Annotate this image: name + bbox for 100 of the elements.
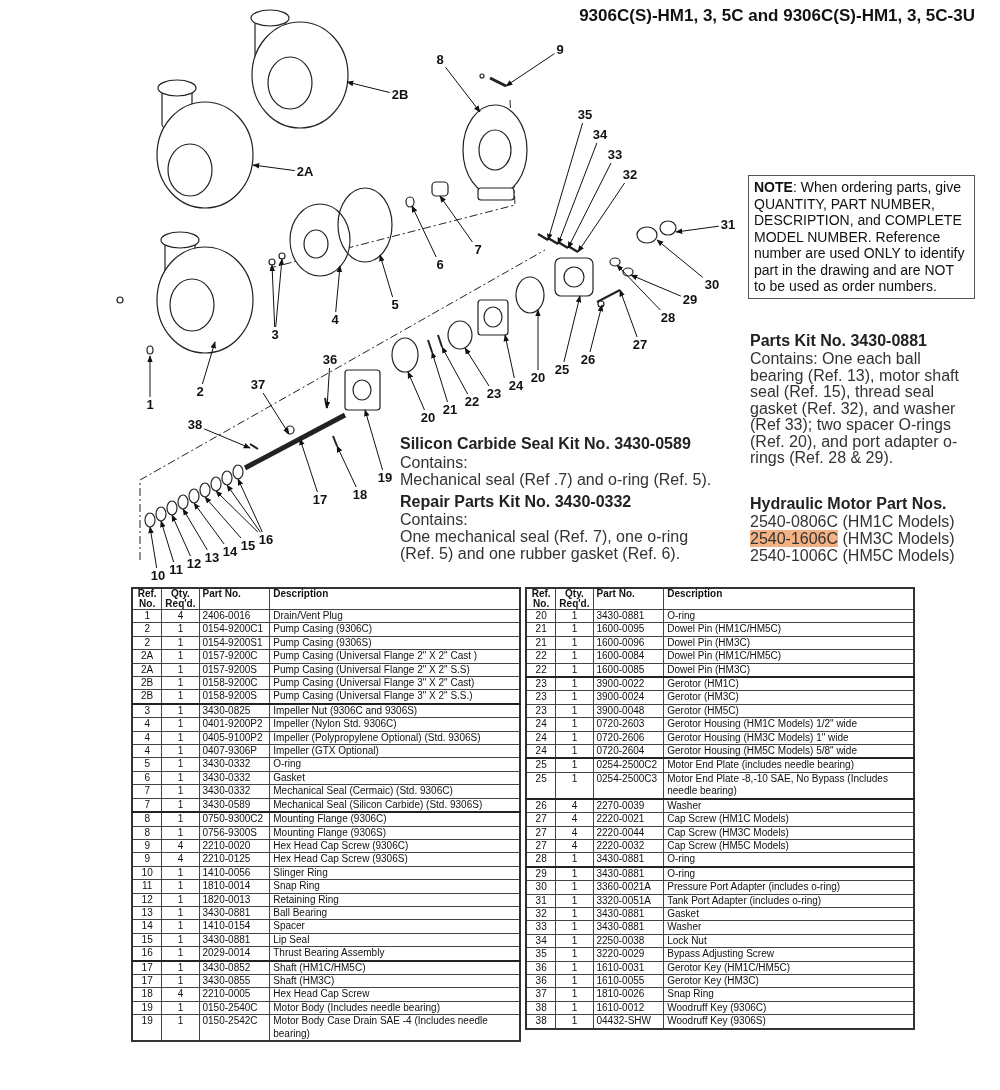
ref-number: 11 [132, 879, 162, 894]
quantity: 4 [161, 609, 199, 623]
callout-number: 2A [295, 165, 315, 179]
callout-number: 29 [681, 293, 699, 307]
callout-number: 34 [591, 128, 609, 142]
description: Pump Casing (Universal Flange 3" X 2" S.S.) [269, 689, 520, 704]
ref-number: 20 [526, 609, 556, 623]
description: Motor Body (Includes needle bearing) [269, 1001, 520, 1015]
part-number: 1410-0154 [199, 919, 270, 934]
kit-heading: Silicon Carbide Seal Kit No. 3430-0589 [400, 436, 691, 453]
quantity: 1 [555, 852, 593, 867]
section-heading: Hydraulic Motor Part Nos. [750, 496, 947, 513]
part-number: 0157-9200S [199, 663, 270, 677]
ref-number: 21 [526, 622, 556, 637]
ref-number: 25 [526, 772, 556, 799]
ref-number: 18 [132, 987, 162, 1002]
quantity: 1 [555, 894, 593, 908]
leader-line [411, 205, 437, 258]
quantity: 1 [555, 622, 593, 637]
quantity: 1 [161, 717, 199, 732]
ref-number: 23 [526, 704, 556, 718]
quantity: 4 [161, 839, 199, 853]
ref-number: 24 [526, 731, 556, 745]
part-number: 3430-0825 [199, 703, 270, 718]
ref-number: 27 [526, 812, 556, 826]
leader-line [535, 309, 541, 371]
part-number: 0407-9306P [199, 744, 270, 758]
leader-line [464, 347, 490, 387]
description: Hex Head Cap Screw (9306C) [269, 839, 520, 853]
callout-number: 9 [555, 43, 565, 57]
part-number: 3900-0048 [593, 704, 664, 718]
description: Impeller (GTX Optional) [269, 744, 520, 758]
quantity: 1 [161, 974, 199, 988]
description: Dowel Pin (HM3C) [663, 663, 914, 678]
quantity: 4 [555, 812, 593, 826]
leader-line [160, 520, 175, 563]
ref-number: 22 [526, 649, 556, 664]
description: Gerotor Housing (HM1C Models) 1/2" wide [663, 717, 914, 732]
part-number: 3430-0332 [199, 757, 270, 772]
callout-number: 33 [606, 148, 624, 162]
description: Pump Casing (9306C) [269, 622, 520, 637]
part-number: 3430-0332 [199, 771, 270, 785]
description: Slinger Ring [269, 866, 520, 880]
description: Hex Head Cap Screw [269, 987, 520, 1002]
ref-number: 2 [132, 622, 162, 637]
quantity: 1 [555, 934, 593, 948]
part-number: 3360-0021A [593, 880, 664, 895]
quantity: 1 [555, 690, 593, 705]
quantity: 1 [555, 987, 593, 1002]
leader-line [589, 304, 604, 353]
part-number: 0254-2500C3 [593, 772, 664, 799]
callout-number: 36 [321, 353, 339, 367]
column-header: Ref. No. [526, 588, 556, 610]
ref-number: 28 [526, 852, 556, 867]
quantity: 1 [161, 893, 199, 907]
leader-line [619, 289, 638, 338]
ref-number: 14 [132, 919, 162, 934]
callout-number: 19 [376, 471, 394, 485]
callout-number: 28 [659, 311, 677, 325]
part-number: 3430-0855 [199, 974, 270, 988]
ref-number: 21 [526, 636, 556, 650]
ref-number: 3 [132, 703, 162, 718]
ref-number: 24 [526, 717, 556, 732]
kit-contents: One mechanical seal (Ref. 7), one o-ring (Ref. 5) and one rubber gasket (Ref. 6). [400, 529, 690, 562]
quantity: 4 [555, 798, 593, 813]
description: Lock Nut [663, 934, 914, 948]
quantity: 1 [161, 826, 199, 840]
leader-line [346, 80, 391, 93]
description: Cap Screw (HM3C Models) [663, 826, 914, 840]
column-header: Description [269, 588, 520, 610]
callout-number: 23 [485, 387, 503, 401]
callout-number: 30 [703, 278, 721, 292]
leader-line [182, 508, 208, 551]
leader-line [237, 478, 263, 533]
callout-number: 7 [473, 243, 483, 257]
part-number: 2210-0005 [199, 987, 270, 1002]
description: Shaft (HM3C) [269, 974, 520, 988]
leader-line [275, 258, 285, 328]
ref-number: 4 [132, 717, 162, 732]
description: Snap Ring [663, 987, 914, 1002]
part-number: 2406-0016 [199, 609, 270, 623]
kit-contents: Contains: [400, 455, 468, 472]
ref-number: 27 [526, 839, 556, 853]
ref-number: 36 [526, 961, 556, 975]
ref-number: 1 [132, 609, 162, 623]
ref-number: 2A [132, 663, 162, 677]
leader-line [252, 163, 296, 172]
callout-number: 15 [239, 539, 257, 553]
quantity: 1 [161, 919, 199, 934]
leader-line [441, 346, 469, 395]
part-number: 3320-0051A [593, 894, 664, 908]
quantity: 1 [555, 920, 593, 935]
description: Impeller (Nylon Std. 9306C) [269, 717, 520, 732]
callout-number: 2B [390, 88, 410, 102]
part-number: 0158-9200C [199, 676, 270, 690]
description: Retaining Ring [269, 893, 520, 907]
leader-line [262, 392, 290, 435]
quantity: 1 [555, 744, 593, 759]
part-number: 0157-9200C [199, 649, 270, 664]
leader-line [193, 502, 225, 545]
